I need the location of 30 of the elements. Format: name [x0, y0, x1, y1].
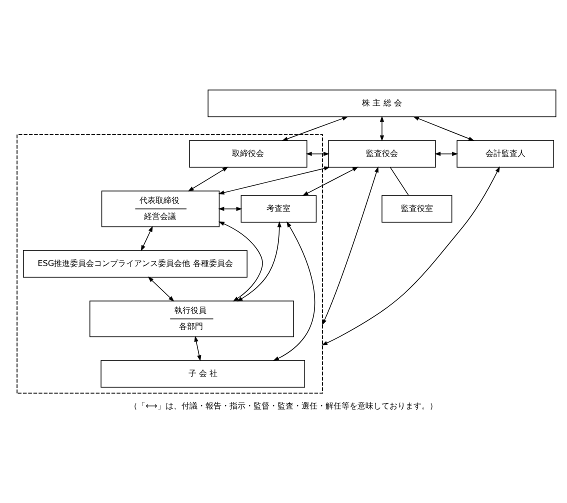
node-box: 代表取締役 経営会議	[101, 190, 220, 227]
arrow	[188, 166, 228, 191]
arrow	[321, 166, 500, 345]
arrow	[322, 166, 378, 325]
arrow	[148, 276, 174, 302]
node-box: 子 会 社	[100, 360, 306, 388]
arrow	[218, 220, 263, 302]
node-box: 監査役室	[382, 194, 452, 222]
arrow	[236, 220, 282, 302]
node-box: 監査役会	[328, 140, 436, 168]
arrow	[380, 115, 384, 141]
arrow	[273, 220, 316, 360]
arrow	[413, 116, 474, 140]
arrow	[218, 166, 330, 194]
connector	[390, 166, 409, 196]
arrow	[194, 335, 202, 361]
arrow	[302, 166, 358, 196]
arrow	[218, 206, 242, 210]
node-box: 株 主 総 会	[208, 89, 556, 117]
node-box: 会計監査人	[456, 140, 554, 168]
node-box: 考査室	[240, 194, 317, 222]
arrow	[434, 151, 458, 156]
caption: （「⟷」は、付議・報告・指示・監督・監査・選任・解任等を意味しております。）	[130, 400, 438, 410]
arrow	[306, 151, 330, 156]
node-box: ESG推進委員会コンプライアンス委員会他 各種委員会	[23, 250, 248, 278]
arrow	[140, 225, 153, 251]
arrow	[282, 116, 348, 140]
node-box: 取締役会	[189, 140, 308, 168]
cluster	[16, 134, 323, 394]
node-box: 執行役員 各部門	[90, 300, 294, 337]
